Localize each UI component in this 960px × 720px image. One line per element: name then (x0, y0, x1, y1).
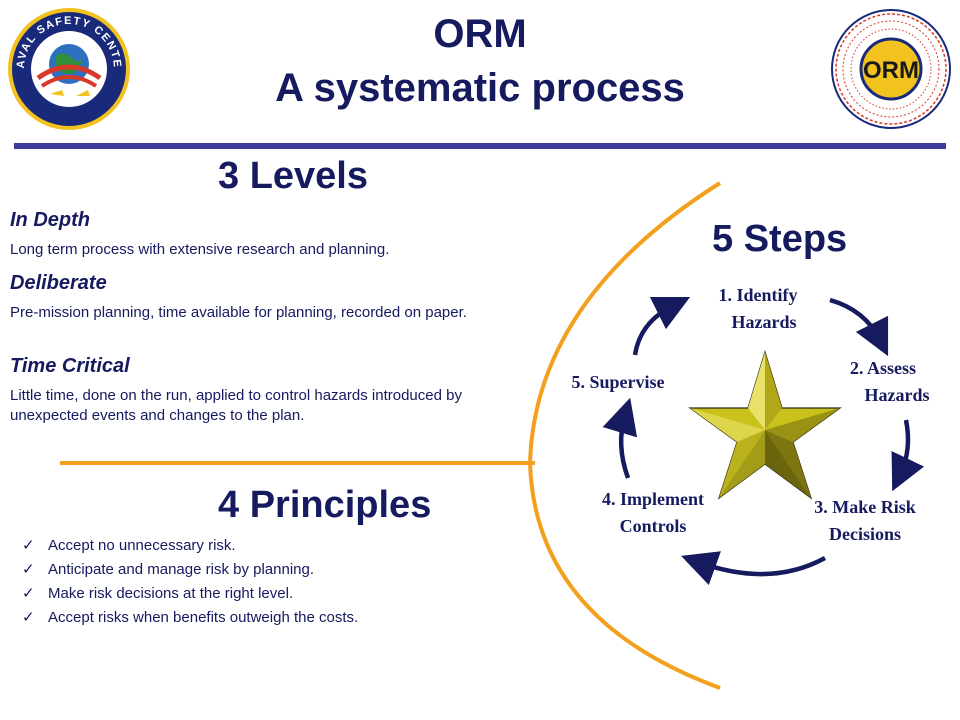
orm-seal: ORM (830, 8, 952, 130)
step-label-line1: 3. Make Risk (814, 497, 916, 517)
star-icon (688, 349, 842, 500)
principle-text: Accept risks when benefits outweigh the … (48, 609, 359, 626)
level-description: Long term process with extensive researc… (10, 241, 390, 258)
principles-heading: 4 Principles (218, 484, 432, 526)
orm-seal-label: ORM (863, 57, 919, 84)
checkmark-icon: ✓ (22, 585, 35, 602)
step-label-line2: Hazards (864, 385, 930, 405)
list-item: ✓ Anticipate and manage risk by planning. (22, 560, 358, 584)
step-label-line2: Hazards (731, 312, 797, 332)
page-title-line1: ORM (433, 12, 527, 56)
title-divider (14, 143, 946, 149)
principle-text: Anticipate and manage risk by planning. (48, 561, 315, 578)
naval-safety-center-seal: NAVAL SAFETY CENTER EST. 1951 (1, 0, 132, 132)
principle-text: Make risk decisions at the right level. (48, 585, 294, 602)
checkmark-icon: ✓ (22, 609, 35, 626)
page-title-line2: A systematic process (275, 66, 685, 110)
levels-heading: 3 Levels (218, 155, 368, 197)
step-label-line1: 5. Supervise (571, 372, 665, 392)
cycle-arrow (681, 551, 827, 586)
steps-heading: 5 Steps (712, 218, 848, 260)
step-label-line2: Decisions (829, 524, 901, 544)
step-label-line2: Controls (619, 516, 687, 536)
list-item: ✓ Accept risks when benefits outweigh the… (22, 608, 358, 632)
step-label-line1: 1. Identify (718, 285, 798, 305)
level-name: Time Critical (10, 355, 130, 377)
step-make-risk-decisions: 3. Make Risk Decisions (780, 494, 950, 548)
checkmark-icon: ✓ (22, 537, 35, 554)
step-label-line1: 4. Implement (602, 489, 704, 509)
principles-list: ✓ Accept no unnecessary risk. ✓ Anticipate… (22, 536, 358, 632)
cycle-arrow (891, 419, 925, 492)
checkmark-icon: ✓ (22, 561, 35, 578)
step-implement-controls: 4. Implement Controls (568, 486, 738, 540)
process-cycle-diagram (602, 296, 925, 586)
level-name: Deliberate (10, 272, 107, 294)
cycle-arrow (829, 297, 889, 357)
list-item: ✓ Make risk decisions at the right level. (22, 584, 358, 608)
level-description: Little time, done on the run, applied to… (10, 387, 462, 424)
level-description: Pre-mission planning, time available for… (10, 304, 467, 321)
step-assess-hazards: 2. Assess Hazards (808, 355, 958, 409)
step-supervise: 5. Supervise (548, 369, 688, 396)
cycle-arrow (602, 397, 638, 479)
principle-text: Accept no unnecessary risk. (48, 537, 236, 554)
step-label-line1: 2. Assess (849, 358, 916, 378)
list-item: ✓ Accept no unnecessary risk. (22, 536, 358, 560)
cycle-arrow (632, 296, 691, 356)
level-name: In Depth (10, 209, 90, 231)
step-identify-hazards: 1. Identify Hazards (668, 282, 848, 336)
